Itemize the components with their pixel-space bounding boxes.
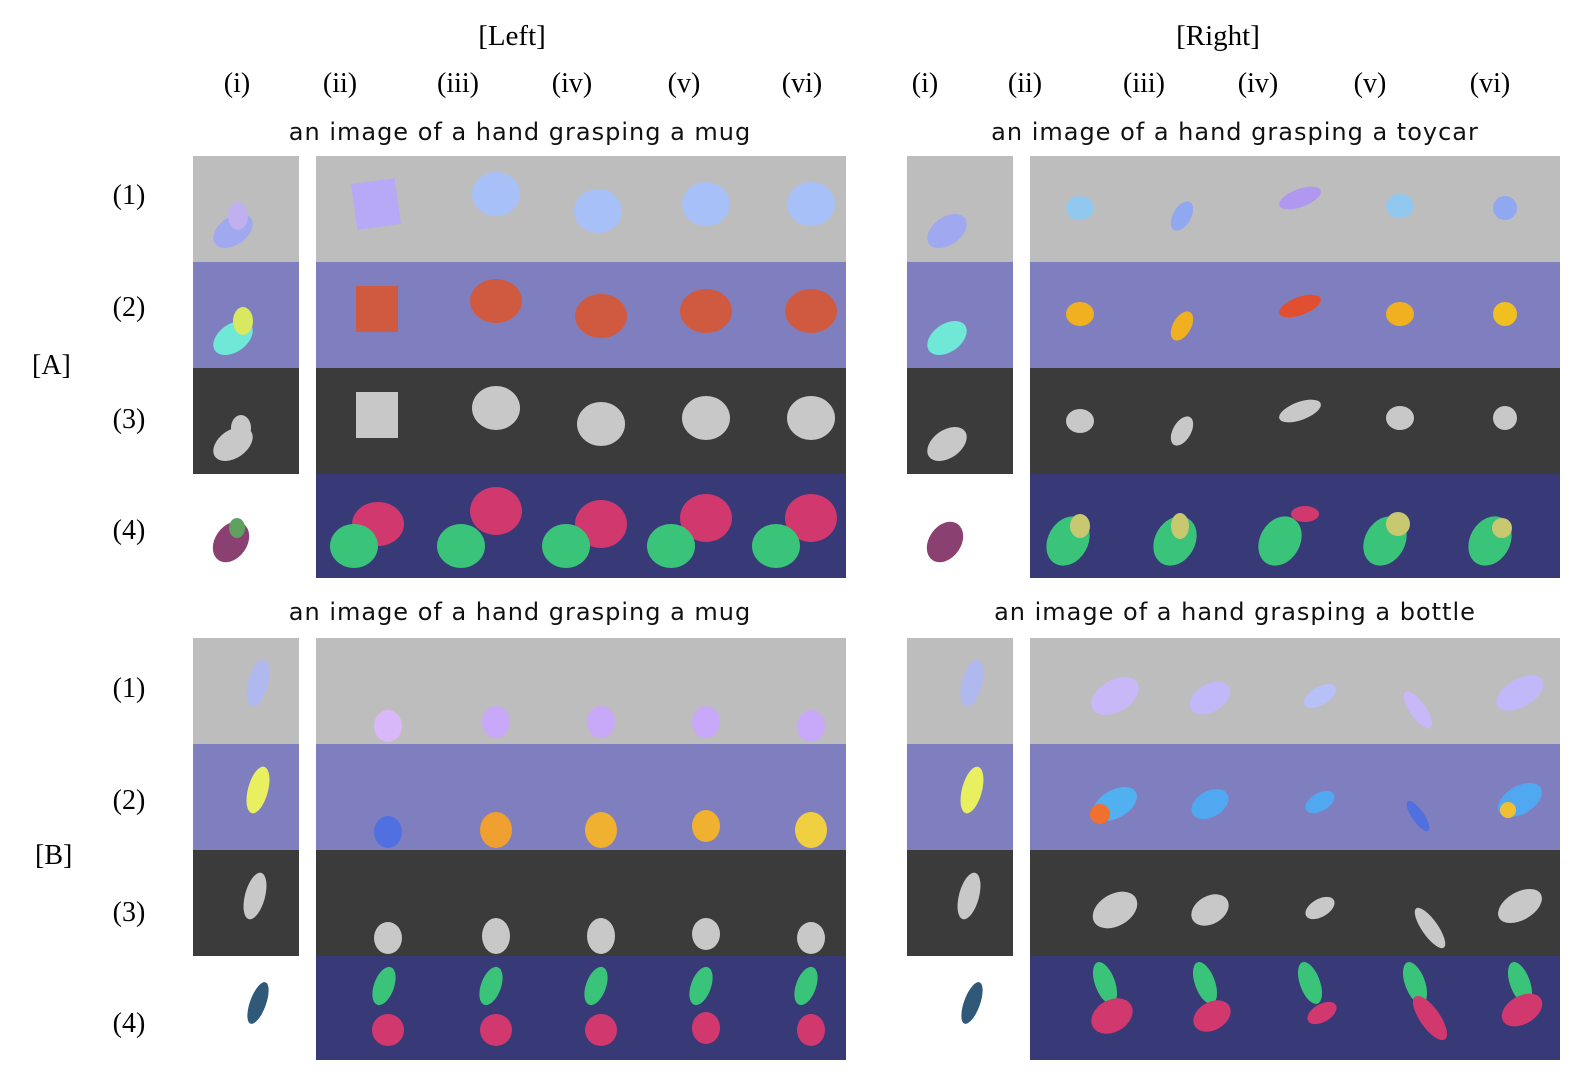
panel-a-right-i: [907, 156, 1013, 578]
panel-b-left-main: [316, 638, 846, 1060]
col-right-ii: (ii): [1007, 68, 1043, 99]
col-left-iv: (iv): [551, 68, 593, 99]
col-right-iii: (iii): [1123, 68, 1165, 99]
row-label-a1: (1): [112, 180, 146, 211]
col-left-i: (i): [223, 68, 251, 99]
col-left-v: (v): [667, 68, 701, 99]
row-label-b1: (1): [112, 673, 146, 704]
col-left-vi: (vi): [781, 68, 823, 99]
row-label-a3: (3): [112, 404, 146, 435]
caption-b-left: an image of a hand grasping a mug: [288, 598, 752, 626]
group-label-a: [A]: [32, 350, 71, 381]
panel-a-left-i: [193, 156, 299, 578]
col-right-i: (i): [911, 68, 939, 99]
row-label-a2: (2): [112, 292, 146, 323]
caption-a-right: an image of a hand grasping a toycar: [991, 118, 1479, 146]
caption-b-right: an image of a hand grasping a bottle: [994, 598, 1476, 626]
col-right-iv: (iv): [1237, 68, 1279, 99]
col-right-vi: (vi): [1469, 68, 1511, 99]
caption-a-left: an image of a hand grasping a mug: [288, 118, 752, 146]
row-label-b3: (3): [112, 897, 146, 928]
header-left: [Left]: [478, 20, 546, 52]
col-right-v: (v): [1353, 68, 1387, 99]
row-label-b4: (4): [112, 1008, 146, 1039]
col-left-iii: (iii): [437, 68, 479, 99]
panel-b-right-i: [907, 638, 1013, 1060]
panel-b-left-i: [193, 638, 299, 1060]
header-right: [Right]: [1176, 20, 1260, 52]
row-label-b2: (2): [112, 785, 146, 816]
col-left-ii: (ii): [322, 68, 358, 99]
panel-b-right-main: [1030, 638, 1560, 1060]
panel-a-left-main: [316, 156, 846, 578]
group-label-b: [B]: [35, 840, 73, 871]
row-label-a4: (4): [112, 515, 146, 546]
panel-a-right-main: [1030, 156, 1560, 578]
